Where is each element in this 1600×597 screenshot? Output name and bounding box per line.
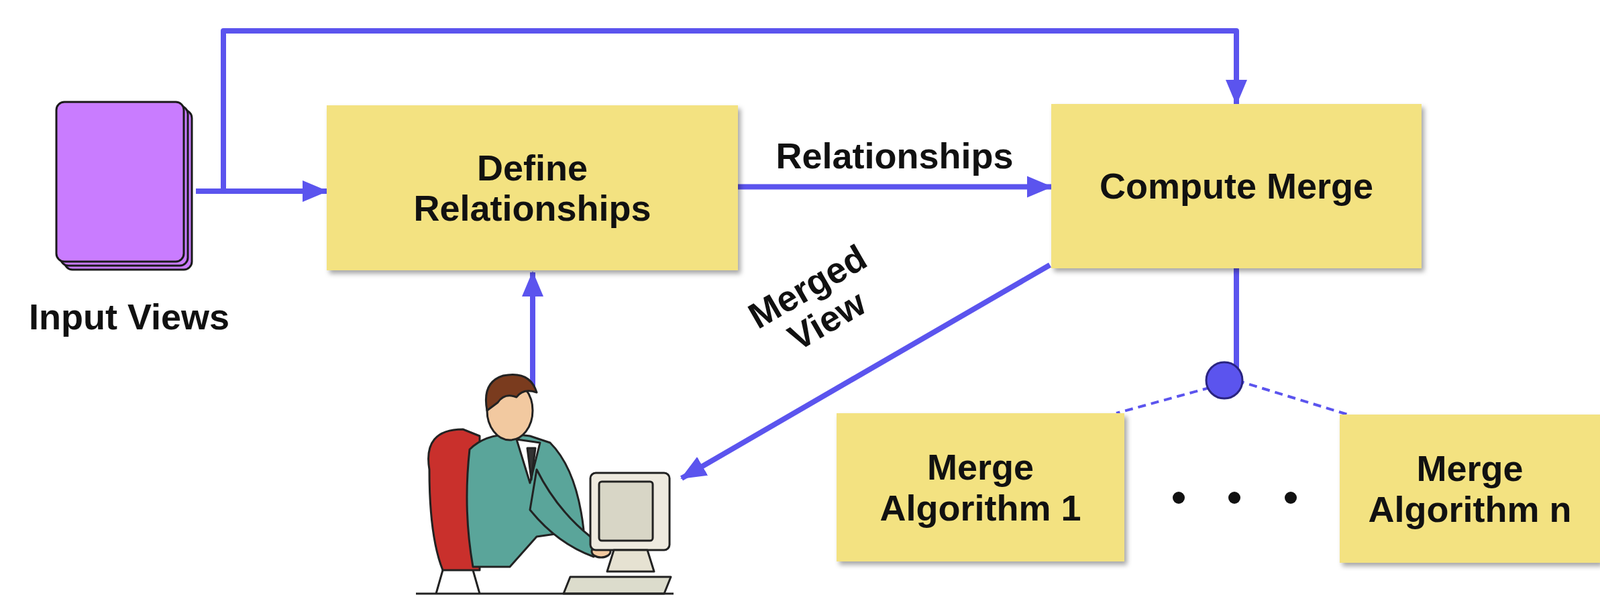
arrow-label: Merged View bbox=[725, 227, 910, 380]
process-box: Merge Algorithm 1 bbox=[836, 413, 1125, 562]
ellipsis-dots bbox=[1172, 491, 1297, 504]
node-label: Compute Merge bbox=[1099, 165, 1374, 206]
node-label: Merge Algorithm n bbox=[1353, 448, 1587, 530]
document-stack: Input Views bbox=[27, 100, 283, 333]
node-label: Input Views bbox=[28, 296, 230, 337]
connector-line bbox=[1233, 268, 1240, 381]
process-box: Merge Algorithm n bbox=[1339, 414, 1600, 563]
junction-dot bbox=[1206, 362, 1243, 399]
connector-line bbox=[737, 184, 1052, 190]
person-illustration bbox=[415, 374, 674, 594]
edge-label: Relationships bbox=[772, 136, 1016, 176]
node-label: Define Relationships bbox=[375, 147, 691, 229]
connector bbox=[1236, 268, 1348, 415]
connector bbox=[737, 186, 1052, 188]
node-label: Merge Algorithm 1 bbox=[856, 446, 1105, 528]
connector-dashed-line bbox=[1236, 380, 1348, 415]
connector-line bbox=[1233, 268, 1240, 381]
process-box: Compute Merge bbox=[1051, 103, 1422, 269]
user-input-arrow bbox=[529, 272, 536, 388]
page-stack-icon bbox=[55, 100, 196, 276]
process-box: Define Relationships bbox=[326, 105, 738, 271]
